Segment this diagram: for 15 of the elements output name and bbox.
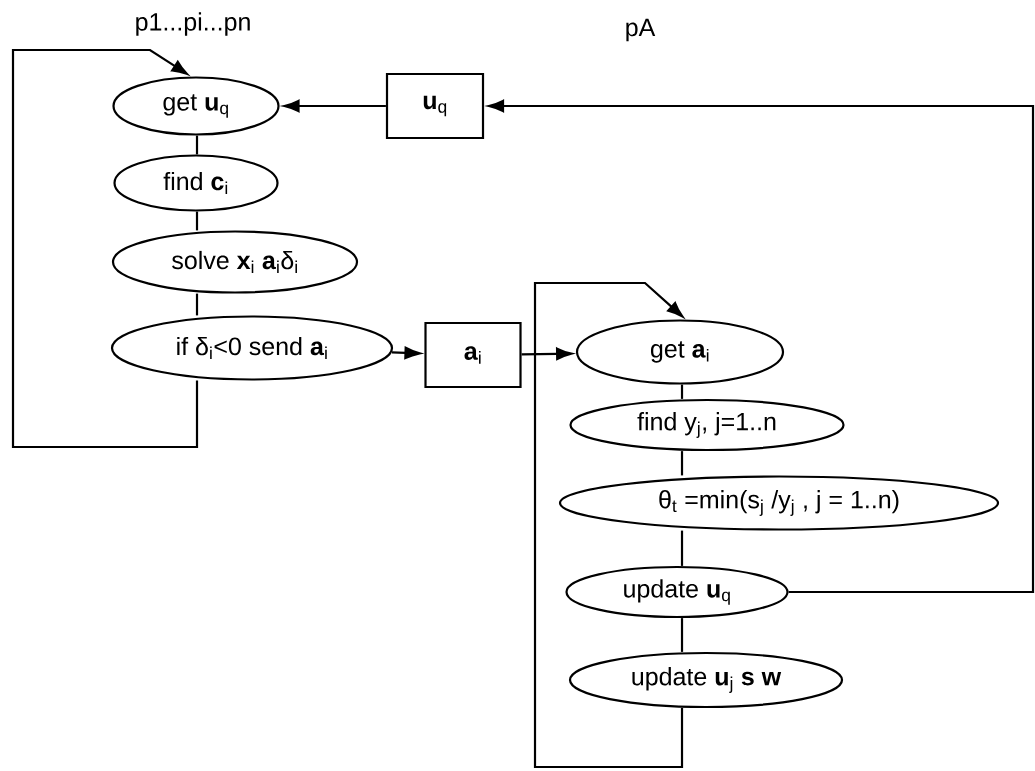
arrow bbox=[283, 99, 386, 113]
arrow bbox=[487, 99, 1035, 594]
arrow bbox=[533, 281, 684, 769]
connector-line bbox=[680, 384, 684, 399]
connector-line bbox=[680, 451, 684, 476]
arrow bbox=[11, 48, 199, 449]
connector-line bbox=[680, 618, 684, 652]
message-box: u$_{q}$ bbox=[385, 72, 485, 140]
message-box: a$_{i}$ bbox=[424, 321, 522, 389]
connector-line bbox=[195, 135, 199, 155]
connector-line bbox=[195, 211, 199, 231]
connector-line bbox=[680, 530, 684, 566]
process-label: p1...pi...pn bbox=[136, 12, 250, 36]
process-label: pA bbox=[626, 18, 656, 42]
connector-line bbox=[195, 293, 199, 316]
